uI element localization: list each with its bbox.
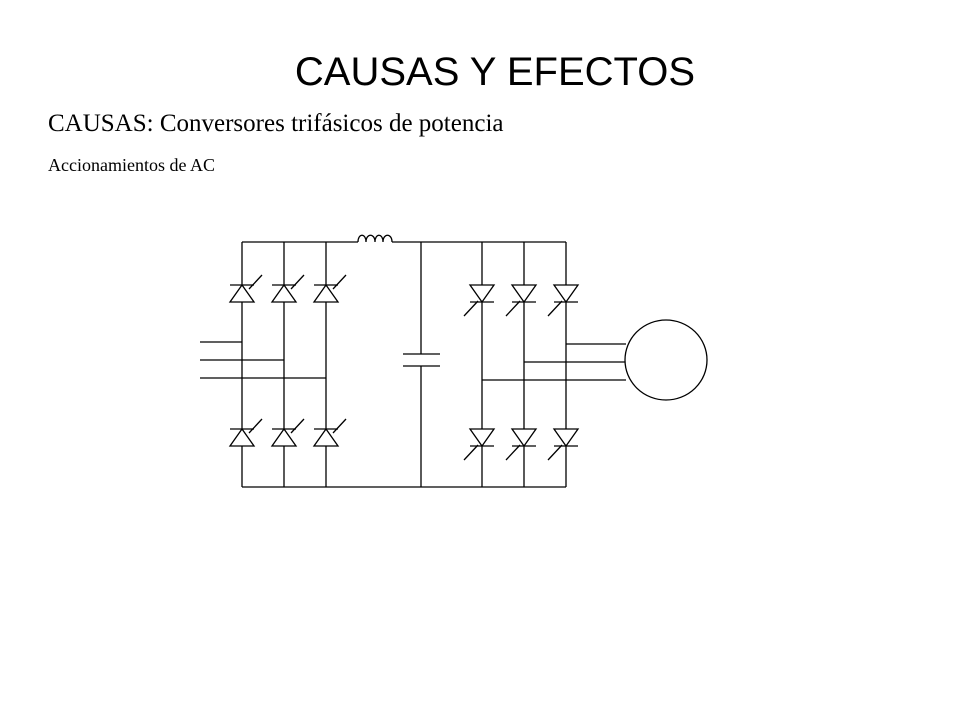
inverter-bridge [481, 242, 525, 487]
inverter-switch [505, 284, 538, 317]
slide-subtitle: CAUSAS: Conversores trifásicos de potenc… [48, 110, 504, 137]
rectifier-thyristor [228, 418, 263, 447]
ac-motor [624, 319, 708, 401]
dc-bus [241, 241, 567, 488]
inverter-switch [463, 428, 496, 461]
dc-capacitor [403, 242, 440, 487]
page-title: CAUSAS Y EFECTOS [294, 50, 696, 94]
inverter-switch [463, 284, 496, 317]
dc-inductor [357, 234, 393, 243]
inverter-switch [547, 284, 580, 317]
rectifier-thyristor [312, 418, 347, 447]
rectifier-thyristor [312, 274, 347, 303]
inverter-switch [505, 428, 538, 461]
inverter-switch [547, 428, 580, 461]
rectifier-thyristor [270, 418, 305, 447]
rectifier-thyristor [228, 274, 263, 303]
rectifier-bridge [283, 242, 327, 487]
motor-phase-lines [482, 343, 626, 381]
rectifier-thyristor [270, 274, 305, 303]
slide-caption: Accionamientos de AC [48, 155, 215, 175]
ac-input-lines [200, 341, 326, 379]
